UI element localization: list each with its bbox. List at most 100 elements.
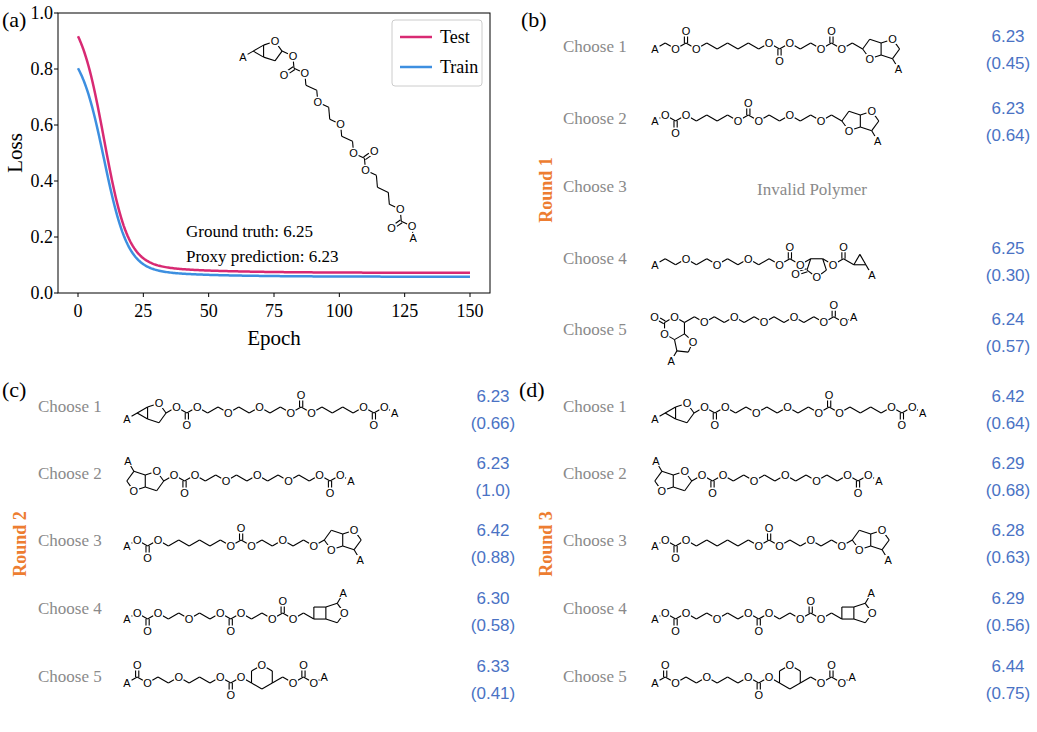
bond-line [210, 540, 220, 546]
atom-label: O [817, 116, 826, 126]
atom-label: O [130, 486, 139, 496]
bond-line [149, 546, 150, 553]
panel-letter: (c) [2, 377, 26, 402]
bond-line [717, 43, 727, 49]
bond-line [811, 258, 823, 259]
bond-line [724, 319, 729, 322]
atom-label: A [874, 136, 881, 146]
bond-line [341, 130, 343, 136]
bond-line [680, 677, 686, 680]
bond-line [185, 478, 191, 481]
bond-line [696, 540, 706, 546]
choice-label: Choose 2 [563, 109, 627, 129]
bond-line [331, 481, 332, 488]
bond-line [795, 118, 801, 121]
bond-line [233, 407, 239, 410]
atom-label: O [185, 614, 194, 624]
bond-line [388, 192, 389, 204]
round-label: Round 1 [536, 157, 557, 223]
bond-line [800, 671, 801, 683]
bond-line [397, 223, 402, 227]
bond-line [278, 475, 284, 478]
atom-label: A [651, 116, 658, 126]
bond-line [686, 43, 692, 46]
bond-line [158, 677, 168, 683]
atom-label: O [744, 254, 753, 264]
bond-line [168, 540, 178, 546]
panel-letter: (a) [2, 7, 26, 32]
bond-line [200, 478, 206, 481]
atom-label: A [895, 64, 902, 74]
atom-label: A [849, 672, 856, 682]
atom-label: O [864, 470, 873, 480]
bond-line [882, 540, 889, 550]
bond-line [780, 46, 786, 49]
bond-line [829, 671, 830, 678]
bond-line [821, 540, 831, 546]
bond-line [200, 540, 210, 546]
bond-line [145, 546, 146, 553]
atom-label: O [284, 476, 293, 486]
bond-line [303, 540, 309, 543]
bond-line [322, 407, 332, 413]
bond-line [659, 321, 664, 324]
bond-line [865, 598, 868, 604]
atom-label: O [765, 608, 774, 618]
bond-line [272, 677, 282, 683]
bond-line [754, 317, 759, 320]
atom-label: O [806, 596, 815, 606]
atom-label: A [651, 414, 658, 424]
atom-label: A [391, 408, 398, 418]
bond-line [290, 69, 295, 73]
bond-line [746, 108, 747, 115]
bond-line [253, 45, 263, 51]
tick-label: 0.6 [31, 115, 54, 136]
bond-line [256, 540, 262, 543]
bond-line [688, 347, 690, 352]
panel-letter: (b) [521, 7, 547, 32]
bond-line [875, 116, 879, 121]
bond-line [135, 671, 136, 678]
bond-line [829, 36, 830, 43]
axis-title: Loss [3, 133, 27, 173]
bond-line [662, 471, 673, 475]
atom-label: O [730, 312, 739, 322]
bond-line [777, 49, 778, 56]
bond-line [757, 619, 758, 626]
bond-line [246, 680, 252, 683]
bond-line [827, 475, 837, 481]
bond-line [660, 259, 666, 262]
bond-line [707, 43, 717, 49]
atom-label: O [888, 34, 897, 44]
bond-line [728, 677, 738, 683]
bond-line [673, 475, 674, 487]
bond-line [305, 671, 306, 678]
bond-line [827, 401, 828, 408]
bond-line [814, 317, 819, 320]
bond-line [717, 540, 727, 546]
bond-line [826, 613, 832, 616]
bond-line [189, 540, 199, 546]
atom-label: O [786, 660, 795, 670]
atom-label: O [750, 476, 759, 486]
bond-line [854, 127, 860, 129]
tick-mark [274, 293, 275, 297]
atom-label: O [258, 660, 267, 670]
bond-line [860, 115, 861, 127]
atom-label: O [829, 300, 838, 310]
atom-label: O [380, 402, 389, 412]
atom-label: O [289, 678, 298, 688]
atom-label: O [865, 54, 874, 64]
bond-line [669, 337, 674, 340]
bond-line [738, 680, 744, 683]
bond-line [326, 619, 337, 623]
atom-label: O [843, 470, 852, 480]
bond-line [780, 683, 790, 689]
bond-line [284, 607, 285, 614]
atom-label: O [370, 146, 379, 156]
bond-line [798, 407, 808, 413]
bond-line [854, 254, 860, 264]
bond-line [852, 43, 862, 49]
bond-line [728, 613, 738, 619]
bond-line [184, 680, 190, 683]
